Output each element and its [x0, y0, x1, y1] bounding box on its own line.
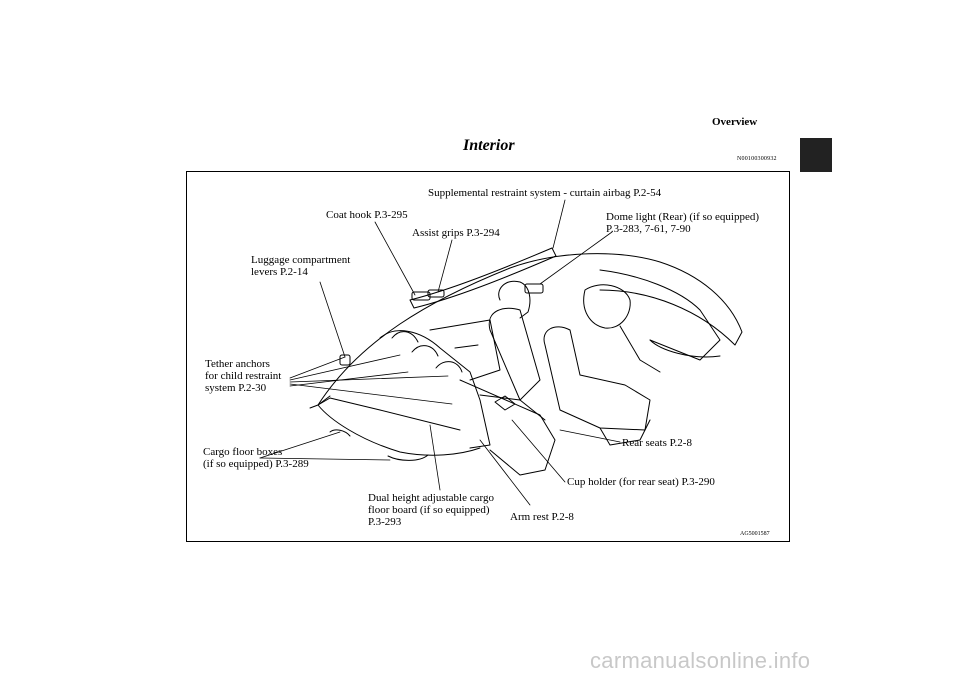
label-curtain-airbag: Supplemental restraint system - curtain …	[428, 187, 662, 199]
watermark: carmanualsonline.info	[590, 648, 811, 673]
figure-frame	[186, 171, 790, 542]
page-title: Interior	[463, 137, 515, 154]
section-tab	[800, 138, 832, 172]
page-code: N00100300932	[737, 156, 777, 162]
section-header: Overview	[712, 116, 758, 128]
figure-code: AG5001587	[740, 531, 770, 537]
label-rear-seats: Rear seats P.2-8	[622, 437, 692, 449]
label-cargo-floor-boxes: Cargo floor boxes (if so equipped) P.3-2…	[203, 446, 309, 470]
label-assist-grips: Assist grips P.3-294	[412, 227, 500, 239]
label-coat-hook: Coat hook P.3-295	[326, 209, 408, 221]
label-tether-anchors: Tether anchors for child restraint syste…	[205, 358, 282, 394]
label-luggage-levers: Luggage compartment levers P.2-14	[251, 254, 351, 278]
label-cup-holder: Cup holder (for rear seat) P.3-290	[567, 476, 715, 488]
label-cargo-board: Dual height adjustable cargo floor board…	[368, 492, 494, 528]
label-dome-light: Dome light (Rear) (if so equipped) P.3-2…	[606, 211, 760, 235]
label-arm-rest: Arm rest P.2-8	[510, 511, 574, 523]
